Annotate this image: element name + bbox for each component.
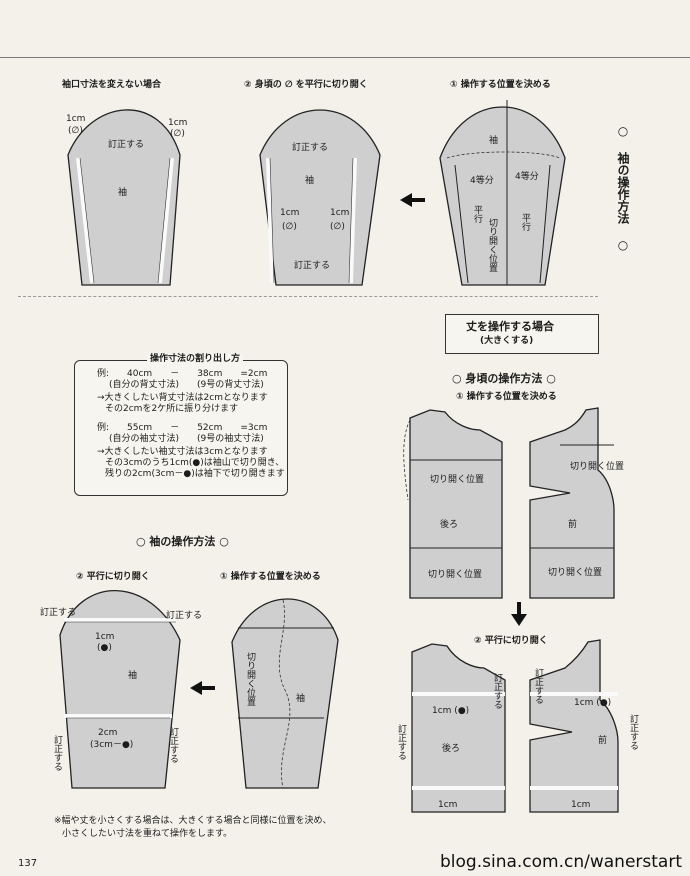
label-heikou-left: 平行 <box>472 205 482 223</box>
caption-open-parallel: ② 身頃の ∅ を平行に切り開く <box>244 80 368 90</box>
label-4parts-left: 4等分 <box>470 176 494 186</box>
label-phi-b-left: (∅) <box>282 222 297 232</box>
back-bodice-1 <box>409 409 503 599</box>
label-back-1: 後ろ <box>440 520 459 530</box>
label-1cm-d: 1cm <box>95 632 115 642</box>
note-line2: 小さくしたい寸法を重ねて操作をします。 <box>62 829 233 839</box>
label-teisei-a: 訂正する <box>108 140 145 150</box>
front-bodice-1 <box>529 407 615 599</box>
page-number: 137 <box>18 858 38 869</box>
calc-line9: 残りの2cm(3cm－●)は袖下で切り開きます <box>105 469 285 479</box>
label-sleeve-b: 袖 <box>305 176 315 186</box>
calc-line7: →大きくしたい袖丈寸法は3cmとなります <box>97 447 268 457</box>
label-2cm-d: 2cm <box>98 728 118 738</box>
label-phi-b-right: (∅) <box>330 222 345 232</box>
calc-box: 操作寸法の割り出し方 例: 40cm － 38cm =2cm (自分の背丈寸法)… <box>74 354 288 496</box>
sleeve-step2: ② 平行に切り開く <box>76 572 150 582</box>
label-back-2: 後ろ <box>442 744 461 754</box>
label-1cm-b-left: 1cm <box>280 208 300 218</box>
sleeve-b-shape <box>259 109 381 286</box>
label-teisei-back-top: 訂正する <box>492 673 502 709</box>
calc-line6: (自分の袖丈寸法) (9号の袖丈寸法) <box>109 434 264 444</box>
label-teisei-b-bottom: 訂正する <box>294 261 331 271</box>
calc-line3: →大きくしたい背丈寸法は2cmとなります <box>97 393 268 403</box>
back-bodice-2 <box>411 643 506 813</box>
length-subtitle: (大きくする) <box>480 336 534 346</box>
label-sleeve-e: 袖 <box>296 694 306 704</box>
label-front-2: 前 <box>598 736 608 746</box>
label-teisei-d-lower-left: 訂正する <box>52 735 62 771</box>
top-rule <box>0 57 690 58</box>
calc-line5: 例: 55cm － 52cm =3cm <box>97 423 268 433</box>
label-kiri-front-1: 切り開く位置 <box>570 462 625 472</box>
sleeve-d-shape <box>59 590 181 789</box>
label-1cm-left: 1cm <box>66 114 86 124</box>
label-sleeve-d: 袖 <box>128 671 138 681</box>
label-1cm-dot-front: 1cm (●) <box>574 698 612 708</box>
sleeve-c-shape <box>439 106 566 286</box>
calc-line1: 例: 40cm － 38cm =2cm <box>97 369 268 379</box>
calc-line8: その3cmのうち1cm(●)は袖山で切り開き、 <box>105 458 285 468</box>
watermark: blog.sina.com.cn/wanerstart <box>440 852 682 872</box>
label-teisei-back-side: 訂正する <box>396 724 406 760</box>
label-1cm-b-right: 1cm <box>330 208 350 218</box>
label-3cm-minus-d: (3cm－●) <box>90 740 134 750</box>
label-kiri-front-2: 切り開く位置 <box>548 568 603 578</box>
label-kiri-hiraku-c: 切り開く位置 <box>487 218 497 272</box>
label-4parts-right: 4等分 <box>515 172 539 182</box>
label-kiri-back-2: 切り開く位置 <box>428 570 483 580</box>
label-sleeve-a: 袖 <box>118 188 128 198</box>
label-phi-right: (∅) <box>170 129 185 139</box>
label-phi-left: (∅) <box>68 126 83 136</box>
calc-line2: (自分の背丈寸法) (9号の背丈寸法) <box>109 380 264 390</box>
label-1cm-back: 1cm <box>438 800 458 810</box>
label-teisei-d-lower-right: 訂正する <box>168 727 178 763</box>
front-bodice-2 <box>529 639 619 813</box>
label-teisei-b-top: 訂正する <box>292 143 329 153</box>
sleeve-a-shape <box>67 109 181 286</box>
label-teisei-d-left: 訂正する <box>40 608 77 618</box>
caption-keep-cuff: 袖口寸法を変えない場合 <box>62 80 162 90</box>
label-teisei-front-top: 訂正する <box>533 668 543 704</box>
label-kiri-back-1: 切り開く位置 <box>430 475 485 485</box>
length-title: 丈を操作する場合 <box>466 320 554 333</box>
sleeve-method-title: ○ 袖の操作方法 ○ <box>136 535 229 548</box>
label-1cm-right: 1cm <box>168 118 188 128</box>
sleeve-step1: ① 操作する位置を決める <box>220 572 321 582</box>
label-sleeve-c: 袖 <box>489 136 499 146</box>
label-1cm-dot-back: 1cm (●) <box>432 706 470 716</box>
body-step2: ② 平行に切り開く <box>474 636 548 646</box>
length-title-box: 丈を操作する場合 (大きくする) <box>445 314 599 354</box>
calc-title: 操作寸法の割り出し方 <box>147 354 244 365</box>
label-teisei-front-side: 訂正する <box>628 714 638 750</box>
label-teisei-d-right: 訂正する <box>166 611 203 621</box>
label-dot-d: (●) <box>97 643 112 653</box>
label-1cm-front: 1cm <box>571 800 591 810</box>
calc-line4: その2cmを2ケ所に振り分けます <box>105 404 239 414</box>
body-step1: ① 操作する位置を決める <box>456 392 557 402</box>
label-heikou-right: 平行 <box>520 213 530 231</box>
caption-decide-position: ① 操作する位置を決める <box>450 80 551 90</box>
sleeve-e-shape <box>231 598 339 789</box>
top-section-title: ○ 袖の操作方法 ○ <box>616 124 630 252</box>
label-front-1: 前 <box>568 520 578 530</box>
body-method-title: ○ 身頃の操作方法 ○ <box>452 372 556 385</box>
note-line1: ※幅や丈を小さくする場合は、大きくする場合と同様に位置を決め、 <box>54 816 332 826</box>
label-kiri-e: 切り開く位置 <box>245 652 255 706</box>
section-divider <box>18 296 598 297</box>
